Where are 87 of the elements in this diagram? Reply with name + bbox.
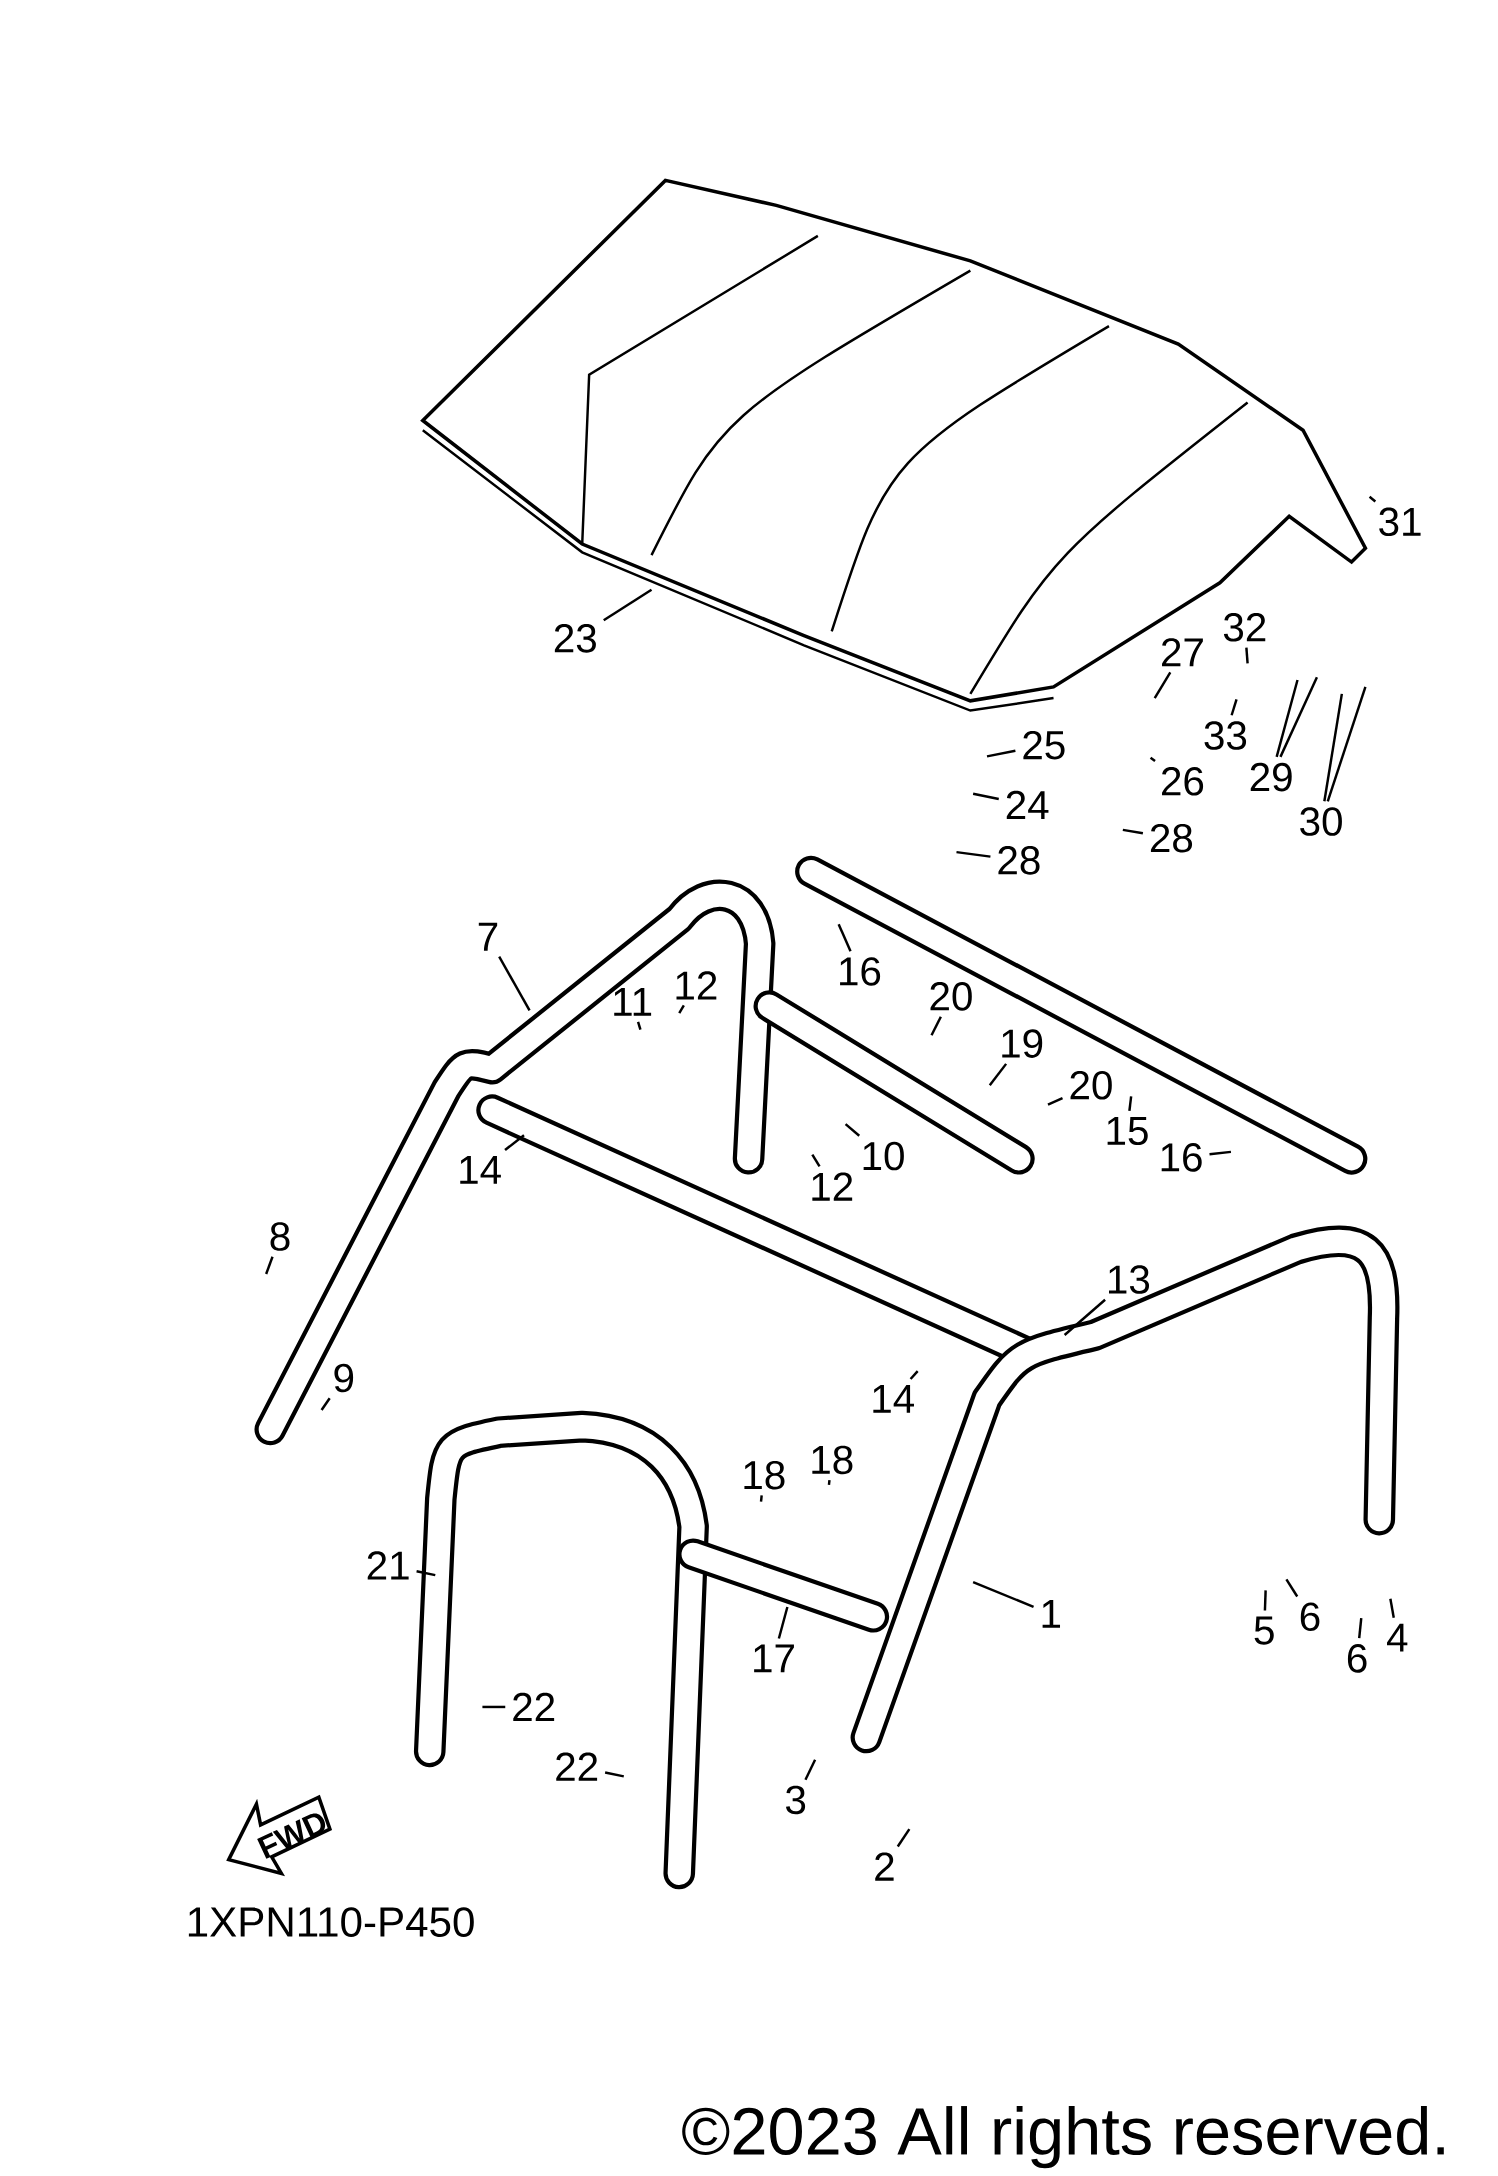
callout-number: 13 bbox=[1108, 1265, 1149, 1294]
callout-number: 19 bbox=[1002, 1029, 1042, 1058]
leader-line bbox=[1285, 1578, 1299, 1598]
callout-number: 16 bbox=[1161, 1143, 1202, 1172]
callout-number: 3 bbox=[785, 1785, 805, 1815]
leader-line bbox=[497, 956, 531, 1011]
callout-number: 18 bbox=[812, 1445, 853, 1475]
callout-number: 17 bbox=[753, 1644, 794, 1673]
leader-line bbox=[1153, 671, 1172, 699]
leader-line bbox=[264, 1256, 274, 1275]
callout-number: 23 bbox=[554, 624, 596, 653]
leader-line bbox=[677, 1004, 685, 1014]
copyright-notice: ©2023 All rights reserved. bbox=[681, 2106, 1444, 2169]
callout-number: 32 bbox=[1223, 612, 1265, 642]
callout-number: 22 bbox=[513, 1692, 554, 1722]
callout-number: 22 bbox=[556, 1752, 597, 1781]
leader-line bbox=[1368, 495, 1376, 503]
callout-number: 26 bbox=[1161, 767, 1203, 796]
leader-line bbox=[837, 923, 852, 952]
callout-number: 29 bbox=[1250, 762, 1292, 792]
callout-number: 33 bbox=[1204, 721, 1246, 750]
leader-line bbox=[504, 1134, 525, 1151]
leader-line bbox=[1388, 1598, 1395, 1618]
leader-line bbox=[482, 1705, 505, 1709]
callout-number: 20 bbox=[1070, 1070, 1112, 1100]
leader-line bbox=[1326, 686, 1367, 802]
callout-number: 24 bbox=[1006, 790, 1049, 819]
leader-line bbox=[986, 749, 1016, 758]
leader-line bbox=[804, 1759, 816, 1781]
callout-number: 5 bbox=[1254, 1616, 1274, 1645]
callout-number: 1 bbox=[1042, 1600, 1060, 1628]
leader-line bbox=[602, 588, 652, 622]
leader-line bbox=[988, 1063, 1007, 1086]
leader-line bbox=[827, 1480, 831, 1486]
leader-line bbox=[1244, 647, 1249, 664]
leader-line bbox=[844, 1123, 860, 1137]
callout-number: 14 bbox=[460, 1156, 501, 1184]
leader-line bbox=[896, 1828, 911, 1848]
leader-line bbox=[1275, 679, 1299, 758]
leader-line bbox=[972, 792, 999, 801]
leader-line bbox=[972, 1580, 1034, 1609]
callout-number: 20 bbox=[930, 982, 972, 1011]
callout-number: 12 bbox=[812, 1172, 852, 1201]
leader-line bbox=[930, 1016, 942, 1036]
callout-number: 30 bbox=[1299, 807, 1342, 836]
callout-number: 2 bbox=[875, 1852, 894, 1881]
leader-line bbox=[1279, 676, 1318, 758]
leader-line bbox=[1322, 693, 1343, 802]
direction-label: FWD bbox=[256, 1813, 325, 1859]
callout-number: 18 bbox=[744, 1460, 785, 1490]
callout-number: 11 bbox=[614, 988, 651, 1016]
callout-number: 9 bbox=[334, 1363, 353, 1393]
callout-number: 15 bbox=[1107, 1116, 1148, 1146]
callout-number: 6 bbox=[1300, 1602, 1320, 1632]
callout-number: 28 bbox=[1150, 823, 1192, 853]
leader-line bbox=[1047, 1096, 1063, 1106]
leader-line bbox=[1263, 1590, 1267, 1611]
leader-line bbox=[1209, 1150, 1231, 1156]
leader-line bbox=[604, 1771, 624, 1778]
leader-line bbox=[759, 1495, 763, 1502]
leader-line bbox=[320, 1397, 331, 1411]
callout-number: 31 bbox=[1378, 507, 1421, 537]
leader-line bbox=[811, 1154, 821, 1168]
leader-line bbox=[1063, 1298, 1106, 1336]
leader-line bbox=[416, 1570, 436, 1577]
callout-number: 7 bbox=[478, 922, 497, 951]
callout-number: 8 bbox=[270, 1222, 290, 1251]
callout-number: 27 bbox=[1161, 638, 1203, 667]
callout-number: 4 bbox=[1386, 1623, 1408, 1652]
leader-line bbox=[1230, 699, 1238, 716]
leader-line bbox=[1122, 828, 1143, 835]
callout-number: 14 bbox=[873, 1385, 914, 1413]
leader-line bbox=[777, 1606, 789, 1639]
leader-line bbox=[1357, 1618, 1363, 1639]
callout-number: 28 bbox=[998, 846, 1040, 875]
part-code: 1XPN110-P450 bbox=[188, 1907, 474, 1937]
callout-number: 25 bbox=[1023, 730, 1065, 760]
callout-number: 6 bbox=[1347, 1644, 1367, 1673]
leader-line bbox=[909, 1370, 919, 1380]
callout-number: 10 bbox=[863, 1141, 904, 1171]
leader-line bbox=[1149, 756, 1156, 763]
callout-number: 16 bbox=[839, 957, 880, 986]
callout-number: 12 bbox=[676, 971, 717, 1000]
leader-line bbox=[956, 850, 991, 858]
leader-line bbox=[1127, 1096, 1133, 1112]
leader-line bbox=[636, 1021, 642, 1031]
callout-number: 21 bbox=[367, 1551, 409, 1580]
